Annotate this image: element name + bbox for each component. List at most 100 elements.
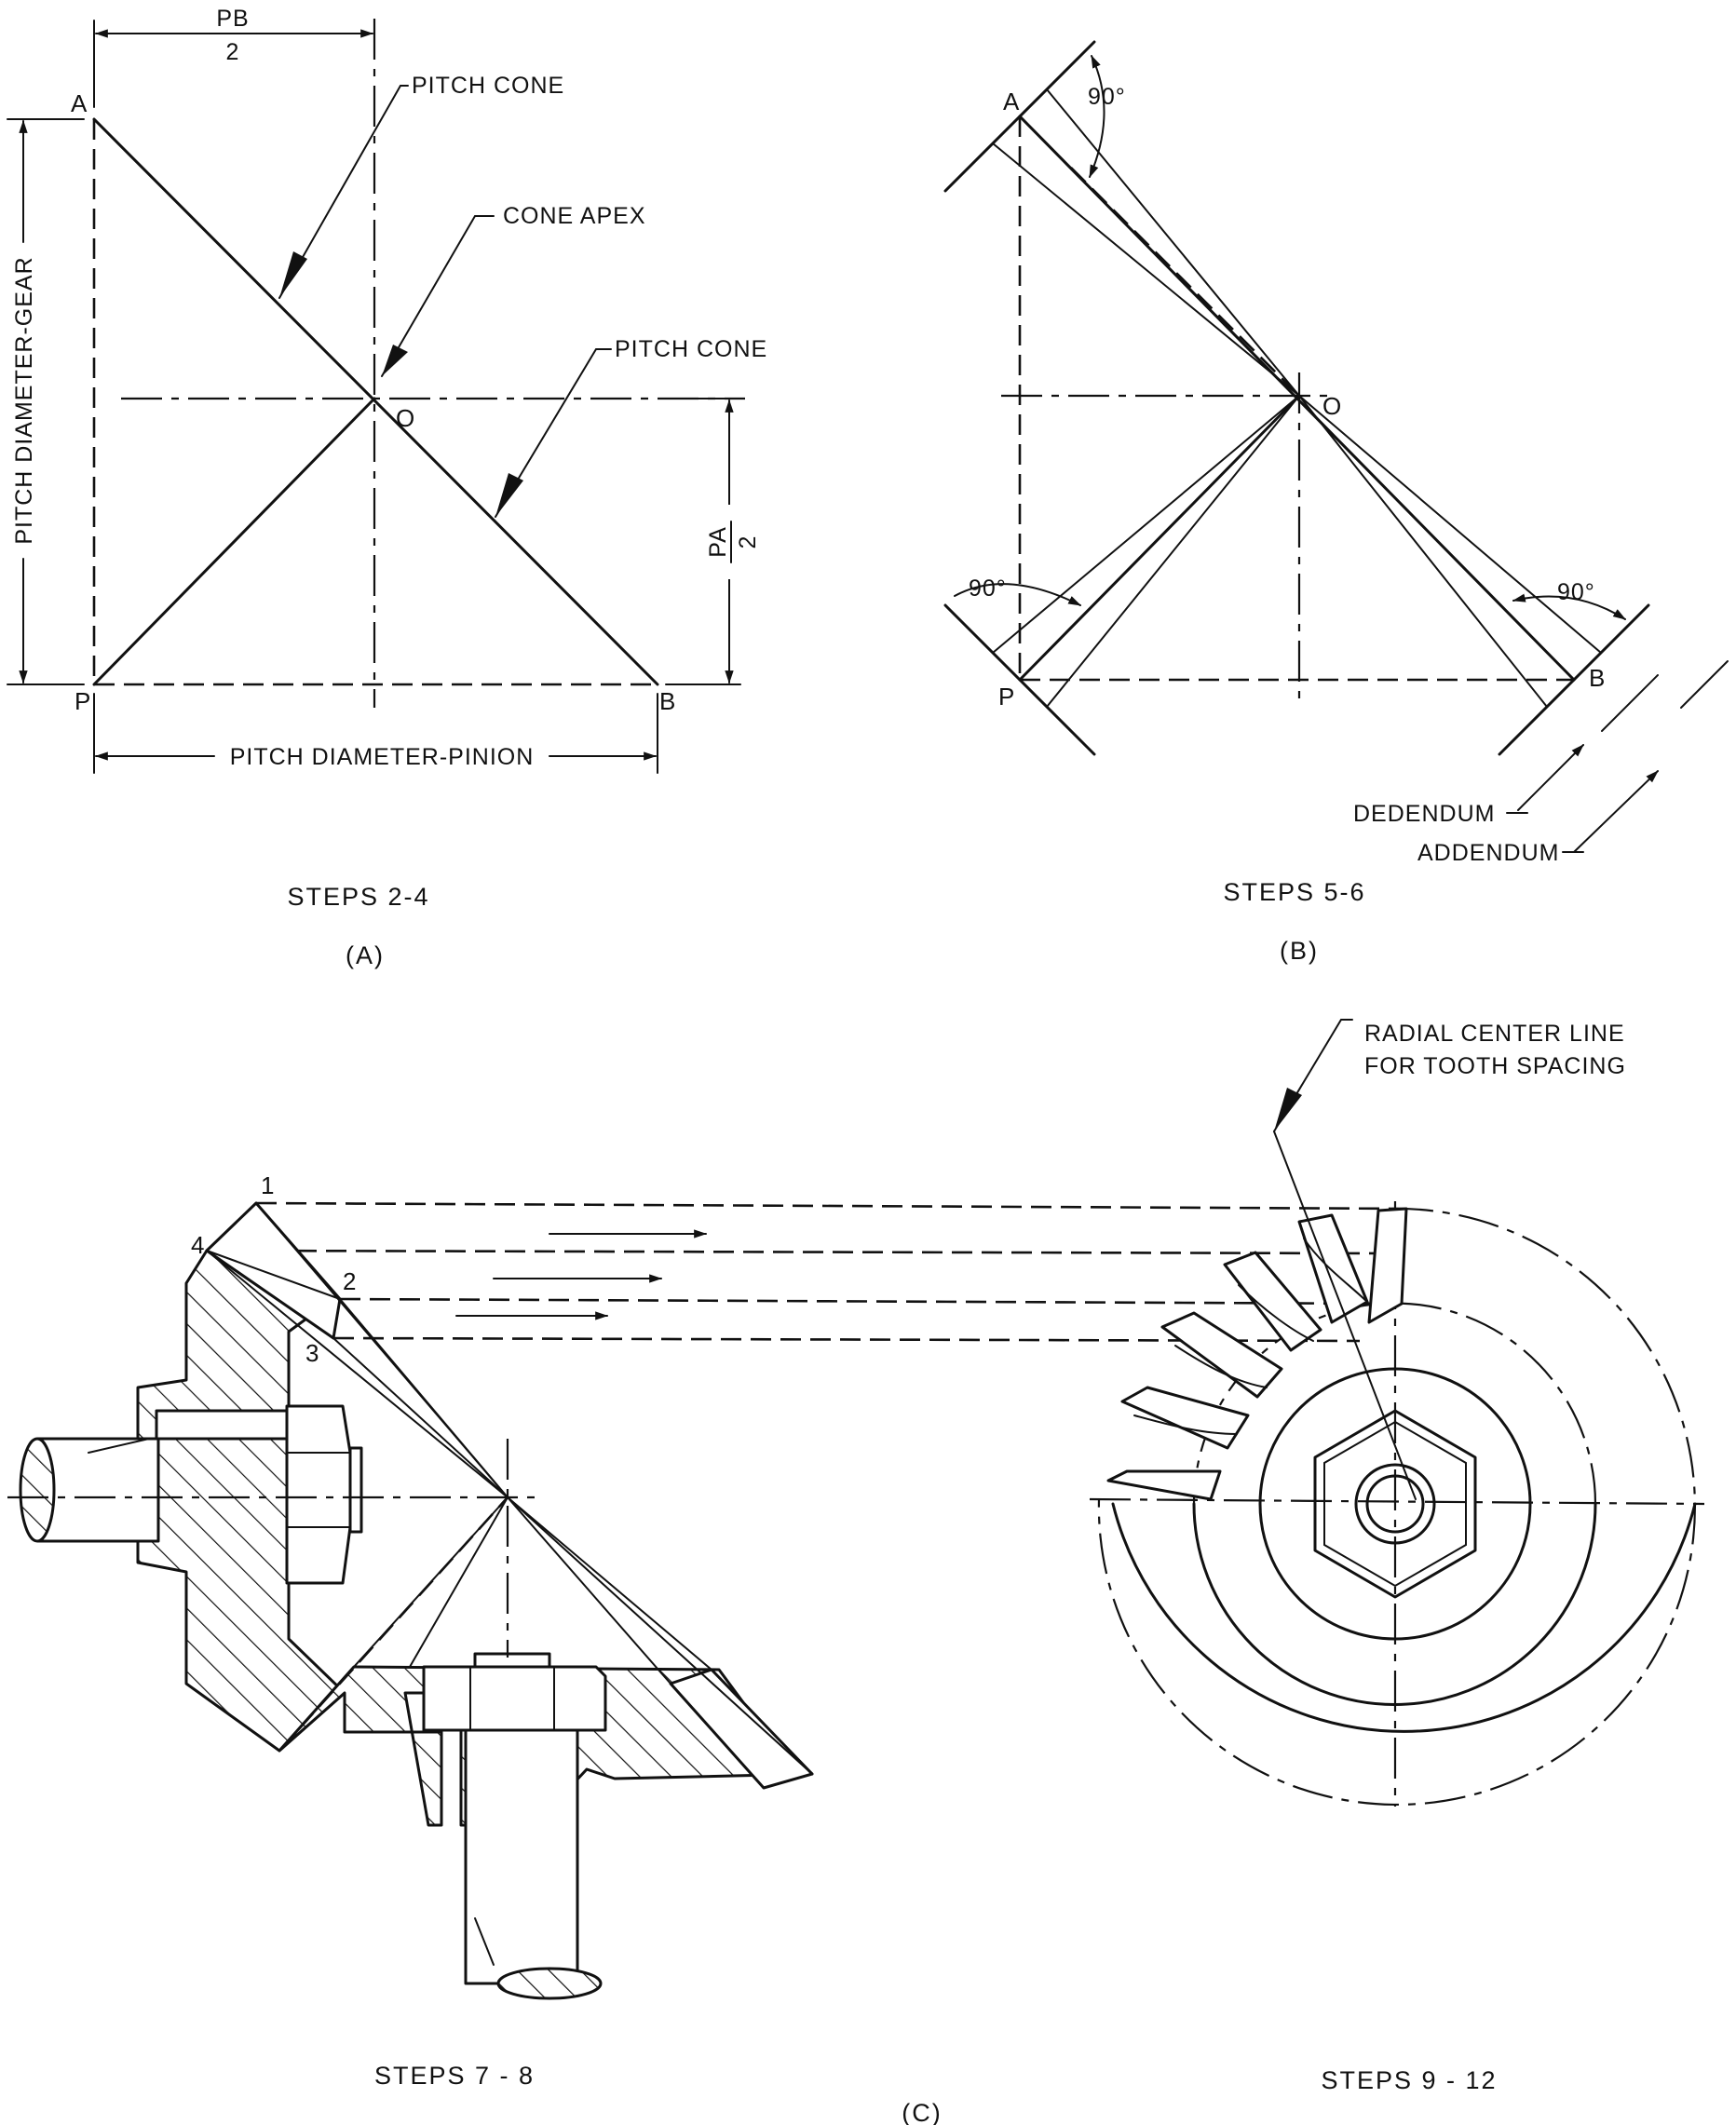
tooth-face-line-2 xyxy=(1238,1284,1314,1342)
shaft-break-line xyxy=(88,1438,150,1454)
panel-c-right-steps: STEPS 9 - 12 xyxy=(1321,2066,1497,2094)
nut-washer xyxy=(348,1446,363,1534)
c-pinion-ray-2 xyxy=(409,1496,509,1668)
vshaft-break-line xyxy=(474,1917,495,1966)
radial-leader-arrow-icon xyxy=(1274,1088,1302,1131)
b-hidden-ray-top xyxy=(1070,167,1300,397)
horizontal-shaft xyxy=(37,1437,160,1543)
point-p-label: P xyxy=(75,687,90,715)
panel-c-caption: (C) xyxy=(902,2099,942,2125)
b-back-cone-top xyxy=(943,40,1096,193)
gear-teeth xyxy=(1106,1207,1408,1501)
cone-apex-arrow-icon xyxy=(382,345,408,376)
outer-dashed-circle xyxy=(1097,1207,1696,1807)
panel-a-steps: STEPS 2-4 xyxy=(287,883,429,911)
pb-denominator: 2 xyxy=(226,39,240,65)
projection-line-3 xyxy=(332,1336,1361,1343)
projection-line-1 xyxy=(255,1201,1407,1211)
pitch-cone-line-po xyxy=(92,397,376,686)
b-angle-arc-left xyxy=(954,583,1082,606)
gear-tooth-1 xyxy=(1367,1207,1408,1324)
panel-a: PB 2 PITCH DIAMETER-GEAR PA 2 PITCH DIAM… xyxy=(7,6,767,969)
b-dedendum-leader xyxy=(1517,744,1584,811)
pa-denominator: 2 xyxy=(735,535,761,549)
b-addendum-ray-left xyxy=(992,395,1300,654)
b-point-p-label: P xyxy=(998,683,1014,711)
vertical-shaft-end xyxy=(496,1967,603,2000)
panel-c-section-view: 1 4 2 3 STEPS 7 - 8 xyxy=(7,1171,1407,2090)
b-addendum-leader xyxy=(1573,770,1659,853)
point-a-label: A xyxy=(71,89,88,117)
pitch-cone-lower-label: PITCH CONE xyxy=(615,336,767,362)
b-angle-arc-right xyxy=(1512,593,1626,620)
pitch-cone-lower-leader xyxy=(495,348,612,518)
vertical-nut-washer xyxy=(473,1652,551,1669)
radial-line-label-2: FOR TOOTH SPACING xyxy=(1364,1053,1626,1079)
b-angle-left-label: 90° xyxy=(969,575,1007,602)
radial-center-line xyxy=(1273,1130,1417,1500)
gear-tooth-4 xyxy=(1160,1311,1283,1399)
pitch-cone-upper-label: PITCH CONE xyxy=(412,73,564,99)
cone-apex-leader xyxy=(381,215,495,377)
pa-numerator: PA xyxy=(705,526,731,558)
pb-numerator: PB xyxy=(216,6,249,32)
point-b-label: B xyxy=(659,687,675,715)
c-point-4-label: 4 xyxy=(191,1231,204,1259)
c-pitch-ray-2 xyxy=(339,1298,509,1498)
b-point-b-label: B xyxy=(1589,664,1605,692)
vertical-shaft xyxy=(464,1702,579,1985)
gear-body-section xyxy=(136,1249,346,1753)
c-pitch-ray-3 xyxy=(332,1337,509,1498)
c-pinion-ray-4 xyxy=(507,1496,813,1775)
b-dedendum-ray-top xyxy=(992,142,1300,397)
projection-line-4 xyxy=(206,1249,1389,1255)
gear-tooth-root-line xyxy=(206,1250,341,1300)
gear-tooth-6 xyxy=(1106,1469,1222,1501)
b-point-a-label: A xyxy=(1003,88,1020,115)
hex-nut-chamfer xyxy=(1323,1420,1467,1588)
pitch-cone-lower-arrow-icon xyxy=(495,473,523,517)
tooth-face-line-3 xyxy=(1174,1345,1268,1388)
panel-a-caption: (A) xyxy=(346,941,385,969)
middle-circle-upper xyxy=(1192,1302,1597,1505)
panel-b-steps: STEPS 5-6 xyxy=(1223,878,1365,906)
b-pitch-line-po xyxy=(1018,394,1301,682)
face-horizontal-center-line xyxy=(1089,1497,1705,1506)
c-point-2-label: 2 xyxy=(343,1267,356,1295)
b-back-cone-left xyxy=(943,603,1096,756)
pa-label-mask xyxy=(709,505,750,579)
b-addendum-ray-right xyxy=(1298,395,1602,654)
panel-b-caption: (B) xyxy=(1280,937,1319,965)
gear-tooth-3 xyxy=(1223,1251,1322,1352)
pitch-cone-upper-leader xyxy=(278,85,409,299)
outer-circle-lower xyxy=(1111,1502,1697,1733)
horizontal-shaft-end xyxy=(19,1437,56,1543)
b-addendum-dim-mark xyxy=(1680,660,1729,709)
tooth-face-line-1 xyxy=(1303,1238,1370,1305)
b-addendum-ray-top xyxy=(1046,88,1300,397)
pitch-diameter-pinion-label: PITCH DIAMETER-PINION xyxy=(230,744,535,770)
gear-tooth-2 xyxy=(1297,1213,1369,1324)
b-dedendum-dim-mark xyxy=(1601,674,1659,732)
cone-apex-label: CONE APEX xyxy=(503,203,646,229)
b-dedendum-ray-right xyxy=(1298,395,1548,708)
pitch-cone-line-ab xyxy=(92,117,659,686)
b-dedendum-ray-left xyxy=(1046,395,1300,708)
c-pinion-ray-5 xyxy=(507,1496,712,1671)
c-hidden-pitch-ray xyxy=(278,1496,509,1752)
b-dedendum-label: DEDENDUM xyxy=(1353,801,1495,827)
horizontal-nut xyxy=(285,1404,352,1585)
b-angle-right-label: 90° xyxy=(1557,579,1595,605)
c-pinion-ray-3 xyxy=(507,1496,671,1685)
pitch-cone-upper-arrow-icon xyxy=(279,251,307,298)
b-angle-top-label: 90° xyxy=(1088,84,1126,110)
hub-upper-lip xyxy=(155,1409,289,1441)
b-back-cone-right xyxy=(1498,603,1650,756)
panel-c-face-view: RADIAL CENTER LINE FOR TOOTH SPACING STE… xyxy=(1089,1019,1705,2094)
c-pitch-ray-4 xyxy=(206,1250,509,1498)
b-point-o-label: O xyxy=(1322,392,1341,420)
c-point-1-label: 1 xyxy=(261,1171,274,1199)
radial-line-label-1: RADIAL CENTER LINE xyxy=(1364,1021,1625,1047)
point-o-label: O xyxy=(396,404,414,432)
